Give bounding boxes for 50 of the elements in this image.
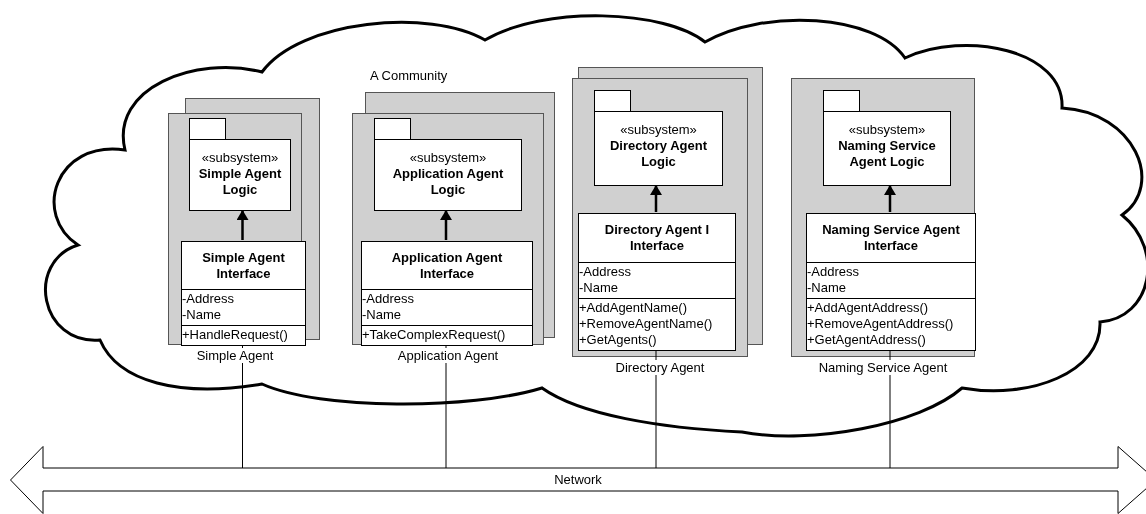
operation-text: +GetAgentAddress() xyxy=(807,332,926,348)
stereotype-text: «subsystem» xyxy=(201,150,279,166)
operation-text: +AddAgentAddress() xyxy=(807,300,929,316)
stereotype-text: «subsystem» xyxy=(620,122,697,138)
subsystem-name: Naming Service Agent Logic xyxy=(837,138,937,170)
attribute-text: -Name xyxy=(362,307,401,323)
subsystem-name: Directory Agent Logic xyxy=(608,138,708,170)
agent-name: Directory Agent xyxy=(614,360,706,375)
generalization-arrow xyxy=(650,185,662,212)
attribute-text: -Address xyxy=(182,291,235,307)
subsystem-package xyxy=(374,118,522,211)
stereotype-text: «subsystem» xyxy=(409,150,487,166)
cloud-title: A Community xyxy=(370,68,448,83)
attribute-text: -Address xyxy=(362,291,415,307)
class-name: Directory Agent I Interface xyxy=(603,222,711,254)
attribute-text: -Address xyxy=(807,264,860,280)
subsystem-name: Application Agent Logic xyxy=(391,166,505,198)
agent-name: Naming Service Agent xyxy=(817,360,949,375)
operation-text: +TakeComplexRequest() xyxy=(362,327,506,343)
attribute-text: -Address xyxy=(579,264,632,280)
operation-text: +GetAgents() xyxy=(579,332,657,348)
class-box xyxy=(806,213,976,351)
generalization-arrow xyxy=(884,185,896,212)
attribute-text: -Name xyxy=(807,280,846,296)
operation-text: +RemoveAgentName() xyxy=(579,316,713,332)
subsystem-package xyxy=(189,118,291,211)
subsystem-package xyxy=(823,90,951,186)
agent-name: Simple Agent xyxy=(195,348,275,363)
class-name: Naming Service Agent Interface xyxy=(821,222,961,254)
class-box xyxy=(361,241,533,346)
class-box xyxy=(578,213,736,351)
operation-text: +HandleRequest() xyxy=(182,327,288,343)
subsystem-package xyxy=(594,90,723,186)
connector-line xyxy=(445,344,447,469)
attribute-text: -Name xyxy=(579,280,618,296)
class-box xyxy=(181,241,306,346)
stereotype-text: «subsystem» xyxy=(848,122,926,138)
subsystem-name: Simple Agent Logic xyxy=(197,166,283,198)
bus-label: Network xyxy=(554,472,602,487)
connector-line xyxy=(655,349,657,469)
generalization-arrow xyxy=(236,210,249,240)
agent-name: Application Agent xyxy=(396,348,500,363)
generalization-arrow xyxy=(440,210,452,240)
class-name: Simple Agent Interface xyxy=(201,249,286,282)
connector-line xyxy=(242,344,243,469)
connector-line xyxy=(889,349,891,469)
operation-text: +AddAgentName() xyxy=(579,300,688,316)
class-name: Application Agent Interface xyxy=(390,249,504,282)
operation-text: +RemoveAgentAddress() xyxy=(807,316,954,332)
attribute-text: -Name xyxy=(182,307,221,323)
